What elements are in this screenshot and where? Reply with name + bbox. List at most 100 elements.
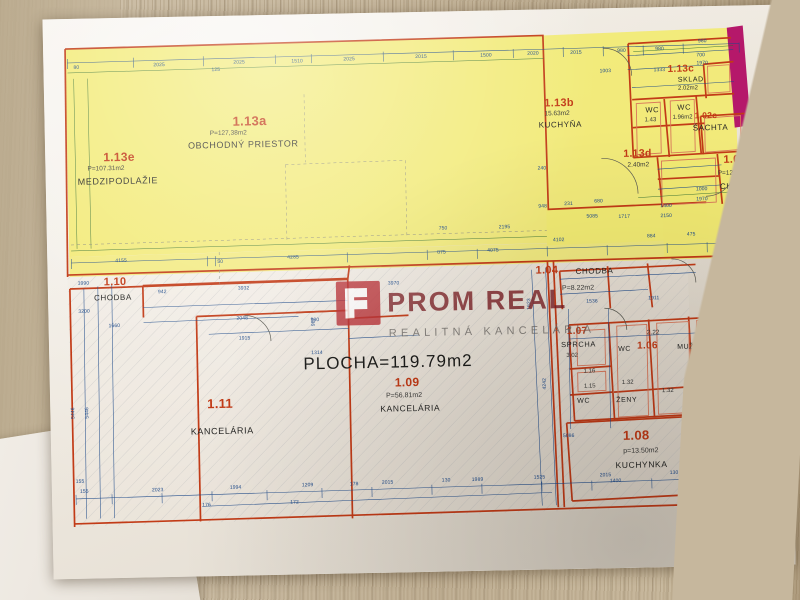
wc-label-right: WC — [677, 102, 692, 112]
dim-top-0: 80 — [73, 64, 80, 71]
wc-value-right: 1.96m2 — [672, 114, 693, 121]
dim-mid-3: 875 — [437, 249, 446, 256]
room-label-1-04-area: P=8.22m2 — [561, 284, 595, 293]
dim-top-1: 2025 — [153, 62, 165, 69]
dim-right-0: 1623 — [526, 298, 533, 310]
room-label-1-13a-id: 1.13a — [232, 113, 267, 129]
dim-mid-0: 4155 — [115, 257, 127, 265]
floor-plan-sheet: 1.13a P=127,38m2 OBCHODNÝ PRIESTOR 1.13e… — [42, 4, 796, 580]
dim-inner-5: 980 — [310, 317, 320, 324]
dim-left-2: 155 — [75, 478, 85, 485]
room-label-1-09-area: P=56.81m2 — [386, 391, 423, 400]
dim-top-4: 1510 — [291, 58, 303, 65]
dim-bot-3: 1994 — [229, 484, 242, 491]
wc-label-left: WC — [645, 105, 660, 115]
dim-inner-11: 5086 — [562, 432, 575, 440]
room-label-1-13c-area: 2.02m2 — [677, 85, 699, 92]
dim-mid-1: 50 — [217, 258, 224, 266]
dim-bot-5: 1209 — [301, 482, 314, 489]
room-label-1-04-name: CHODBA — [575, 266, 614, 276]
room-number-1-32a: 1.32 — [621, 379, 634, 386]
room-label-1-04-id: 1.04 — [535, 264, 559, 277]
room-label-1-08-area: p=13.50m2 — [623, 447, 659, 455]
dim-top-3: 2025 — [233, 59, 245, 66]
dim-bot-9: 1989 — [471, 476, 484, 483]
dim-bot-12: 130 — [669, 469, 679, 477]
dim-mid-8: 884 — [646, 233, 656, 240]
dim-left-1: 1660 — [108, 323, 121, 330]
dim-mid-7: 4102 — [552, 237, 565, 244]
dim-inner-12: 1333 — [653, 67, 666, 74]
dim-top-10: 980 — [617, 47, 626, 54]
dim-top-7: 1500 — [480, 52, 492, 59]
dim-inner-17: 240 — [537, 165, 547, 172]
room-label-1-13c-id: 1.13c — [667, 63, 695, 75]
dim-mid-2: 4285 — [287, 254, 299, 261]
room-label-1-09-name: KANCELÁRIA — [380, 402, 441, 414]
room-label-1-07-area: 3.02 — [566, 352, 579, 360]
dim-inner-9: 1911 — [648, 295, 660, 302]
room-number-1-16: 1.16 — [583, 368, 596, 375]
total-area-label: PLOCHA=119.79m2 — [303, 350, 473, 374]
dim-inner-19: 1717 — [618, 213, 631, 220]
floor-plan-drawing: 1.13a P=127,38m2 OBCHODNÝ PRIESTOR 1.13e… — [42, 5, 795, 580]
dim-inner-6: 1314 — [311, 349, 323, 357]
room-label-1-08-name: KUCHYNKA — [615, 459, 668, 471]
dim-inner-16: 948 — [538, 203, 548, 210]
wc-value-left: 1.43 — [644, 117, 657, 124]
dim-bot-10: 1525 — [533, 474, 546, 481]
dim-left-5: 3990 — [77, 280, 90, 287]
dim-bot-6: 178 — [349, 481, 359, 488]
dim-left-4: 5446 — [70, 407, 77, 420]
dim-right-3: 1400 — [660, 202, 672, 210]
room-label-1-08-id: 1.08 — [622, 427, 650, 443]
room-label-1-11-id: 1.11 — [207, 395, 234, 412]
dim-mid-4: 4075 — [487, 247, 499, 254]
dim-inner-18: 5085 — [586, 213, 599, 220]
room-label-1-06-area: 2.22 — [646, 329, 660, 337]
dim-top-9: 2015 — [570, 49, 582, 56]
dim-bot-0: 155 — [79, 488, 89, 495]
room-label-1-13b-name: KUCHYŇA — [538, 119, 583, 130]
dim-top-8: 2020 — [527, 50, 539, 57]
dim-bot-4: 172 — [290, 499, 299, 506]
dim-bot-2: 176 — [202, 502, 211, 509]
dim-inner-2: 2048 — [236, 315, 249, 322]
room-label-1-13b-id: 1.13b — [544, 96, 574, 110]
dim-left-3: 5446 — [84, 407, 91, 419]
dim-mid-6: 2195 — [498, 224, 511, 231]
dim-top-5: 2025 — [343, 56, 355, 63]
room-label-1-06-id: 1.06 — [637, 340, 658, 352]
dim-inner-3: 1915 — [238, 335, 251, 342]
room-label-1-10-name: CHODBA — [93, 292, 132, 303]
room-label-1-07-name: SPRCHA — [560, 339, 597, 350]
room-label-1-13a-area: P=127,38m2 — [209, 129, 247, 138]
plan-vector-layer — [64, 25, 764, 527]
room-label-1-13e-area: P=107.31m2 — [87, 164, 125, 173]
dim-mid-5: 750 — [438, 225, 448, 232]
room-label-1-13e-name: MEDZIPODLAŽIE — [77, 175, 159, 187]
room-label-1-13d-area: 2.40m2 — [627, 161, 650, 169]
room-label-1-11-name: KANCELÁRIA — [190, 425, 254, 437]
dim-inner-1: 3932 — [237, 285, 250, 292]
dim-inner-8: 1536 — [586, 298, 598, 305]
dim-right-4: 2150 — [660, 212, 673, 220]
room-label-1-07-id: 1.07 — [566, 325, 588, 338]
dim-top-2: 125 — [211, 66, 221, 74]
dim-top-11: 980 — [655, 46, 664, 53]
room-label-1-13b-area: 15.63m2 — [544, 109, 570, 118]
zeny-label: ŽENY — [616, 396, 638, 405]
dim-inner-7: 3970 — [387, 280, 400, 287]
dim-bot-7: 2015 — [381, 479, 394, 486]
dim-inner-0: 942 — [157, 289, 167, 296]
room-label-1-13d-id: 1.13d — [623, 147, 652, 160]
room-label-1-09-id: 1.09 — [394, 375, 420, 390]
room-number-1-15: 1.15 — [583, 383, 596, 390]
dim-bot-1: 2023 — [151, 487, 164, 494]
room-number-1-32b: 1.32 — [661, 387, 674, 395]
wc-label-mid: WC — [618, 345, 632, 354]
dim-inner-15: 680 — [594, 198, 603, 205]
dim-bot-8: 130 — [441, 477, 451, 484]
dim-right-1: 4242 — [541, 377, 548, 390]
